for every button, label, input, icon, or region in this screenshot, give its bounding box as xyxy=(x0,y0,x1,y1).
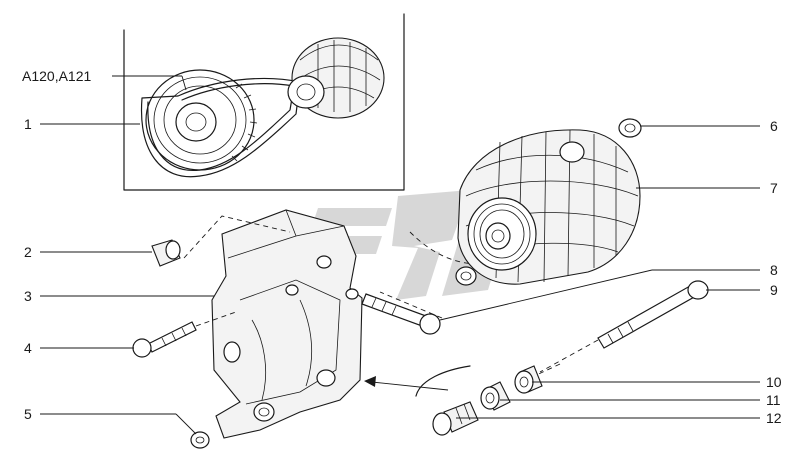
callout-a120-a121: A120,A121 xyxy=(22,68,91,84)
callout-9: 9 xyxy=(770,282,778,298)
leader-lines xyxy=(40,75,760,435)
bushing-11 xyxy=(480,381,511,411)
rubber-bush-12 xyxy=(432,401,479,436)
callout-3: 3 xyxy=(24,288,32,304)
bolt-4 xyxy=(132,321,197,358)
callout-5: 5 xyxy=(24,406,32,422)
bolt-8 xyxy=(361,293,441,335)
nut-6 xyxy=(618,118,642,138)
callout-10: 10 xyxy=(766,374,782,390)
inset-frame xyxy=(123,13,405,191)
bolt-9 xyxy=(597,280,709,349)
bushing-10 xyxy=(514,365,543,394)
alternator xyxy=(455,129,641,286)
callout-7: 7 xyxy=(770,180,778,196)
alternator-bracket xyxy=(211,209,363,439)
spacer-2 xyxy=(151,239,181,267)
callout-8: 8 xyxy=(770,262,778,278)
callout-11: 11 xyxy=(766,392,781,408)
nut-5 xyxy=(190,431,210,449)
callout-2: 2 xyxy=(24,244,32,260)
callout-6: 6 xyxy=(770,118,778,134)
callout-12: 12 xyxy=(766,410,782,426)
callout-1: 1 xyxy=(24,116,32,132)
callout-4: 4 xyxy=(24,340,32,356)
inset-belt-drive xyxy=(140,37,385,178)
